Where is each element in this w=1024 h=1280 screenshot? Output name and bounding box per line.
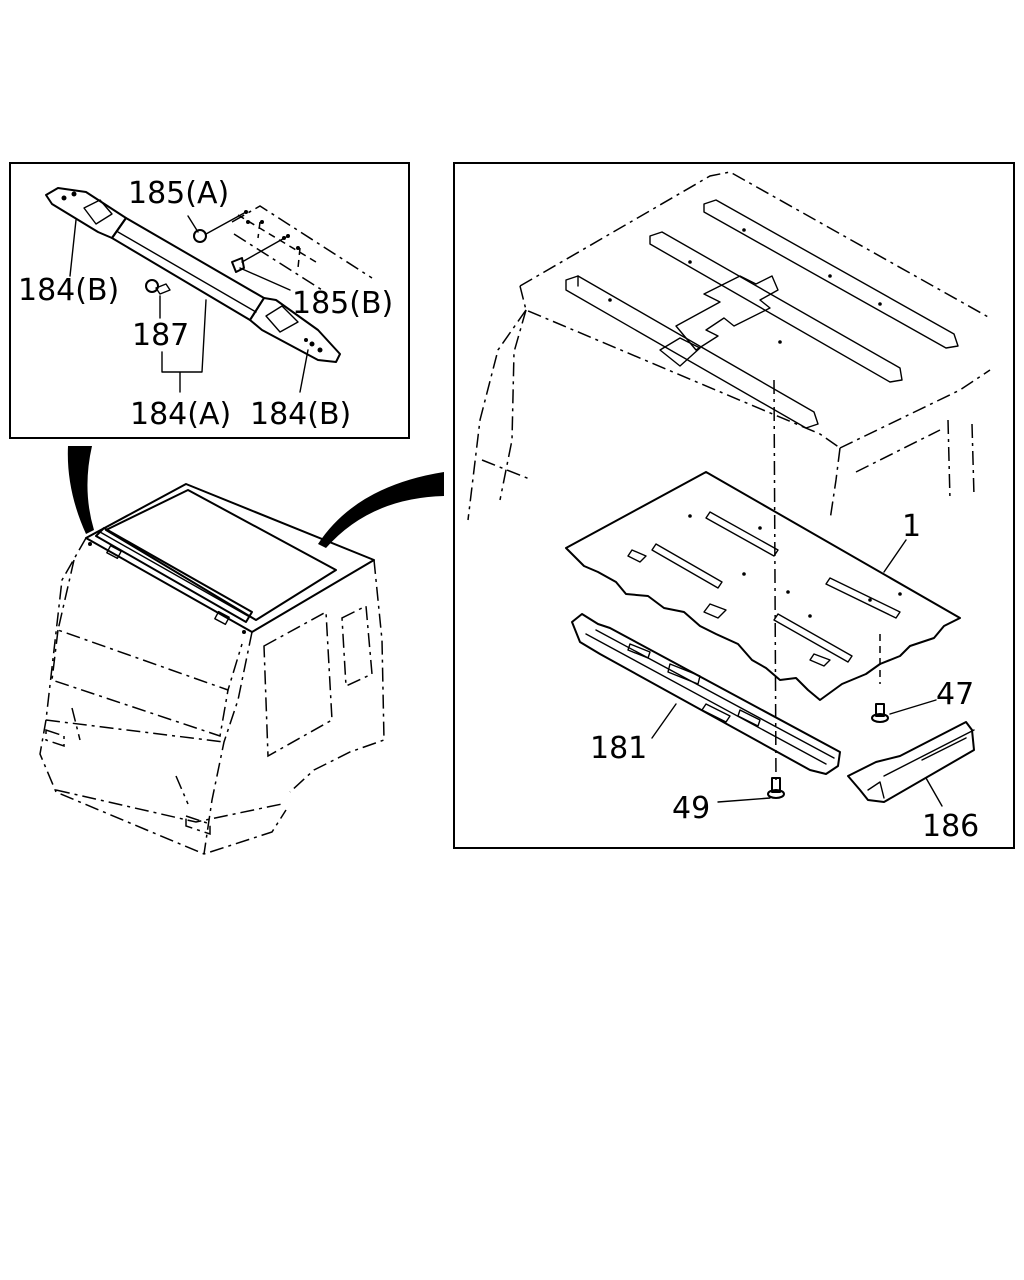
leader-185a: [187, 215, 199, 233]
leader-185b: [239, 267, 291, 291]
label-1: 1: [902, 509, 921, 544]
label-47: 47: [936, 677, 974, 712]
inset-panel: 185(A) 185(B) 184(B) 187 184(A) 184(B): [9, 162, 410, 439]
leader-184b-left: [69, 219, 77, 277]
roof-cross-frame: [675, 275, 779, 351]
label-49: 49: [672, 791, 710, 826]
headliner-panel-1: [565, 471, 961, 701]
callout-wedge-left: [67, 446, 94, 534]
main-panel: 1 47 181 49 186: [453, 162, 1015, 849]
truck-cab-overview: [39, 483, 385, 855]
roof-rails: [565, 199, 959, 429]
clip-185b: [231, 234, 290, 273]
end-cap-right: [249, 297, 341, 363]
leader-1: [883, 539, 907, 573]
leader-184a: [161, 299, 207, 393]
label-187: 187: [132, 318, 189, 353]
leader-47: [889, 699, 937, 715]
screw-187: [145, 279, 171, 295]
corner-trim-186: [847, 721, 975, 803]
label-184a: 184(A): [130, 397, 231, 432]
center-line: [773, 379, 777, 783]
label-186: 186: [922, 809, 979, 844]
label-184b-left: 184(B): [18, 273, 119, 308]
leader-184b-right: [299, 349, 309, 393]
label-185b: 185(B): [292, 286, 393, 321]
cab-roof-outline: [467, 171, 991, 521]
label-185a: 185(A): [128, 176, 229, 211]
front-trim-181: [571, 613, 841, 775]
label-181: 181: [590, 731, 647, 766]
leader-186: [925, 777, 943, 807]
clip-185a: [193, 210, 248, 243]
bolt-49: [767, 777, 785, 799]
label-184b-right: 184(B): [250, 397, 351, 432]
callout-wedge-right: [318, 472, 444, 548]
leader-181: [651, 703, 677, 739]
end-cap-left: [45, 187, 127, 239]
fastener-47: [871, 703, 889, 723]
leader-49: [717, 797, 771, 803]
